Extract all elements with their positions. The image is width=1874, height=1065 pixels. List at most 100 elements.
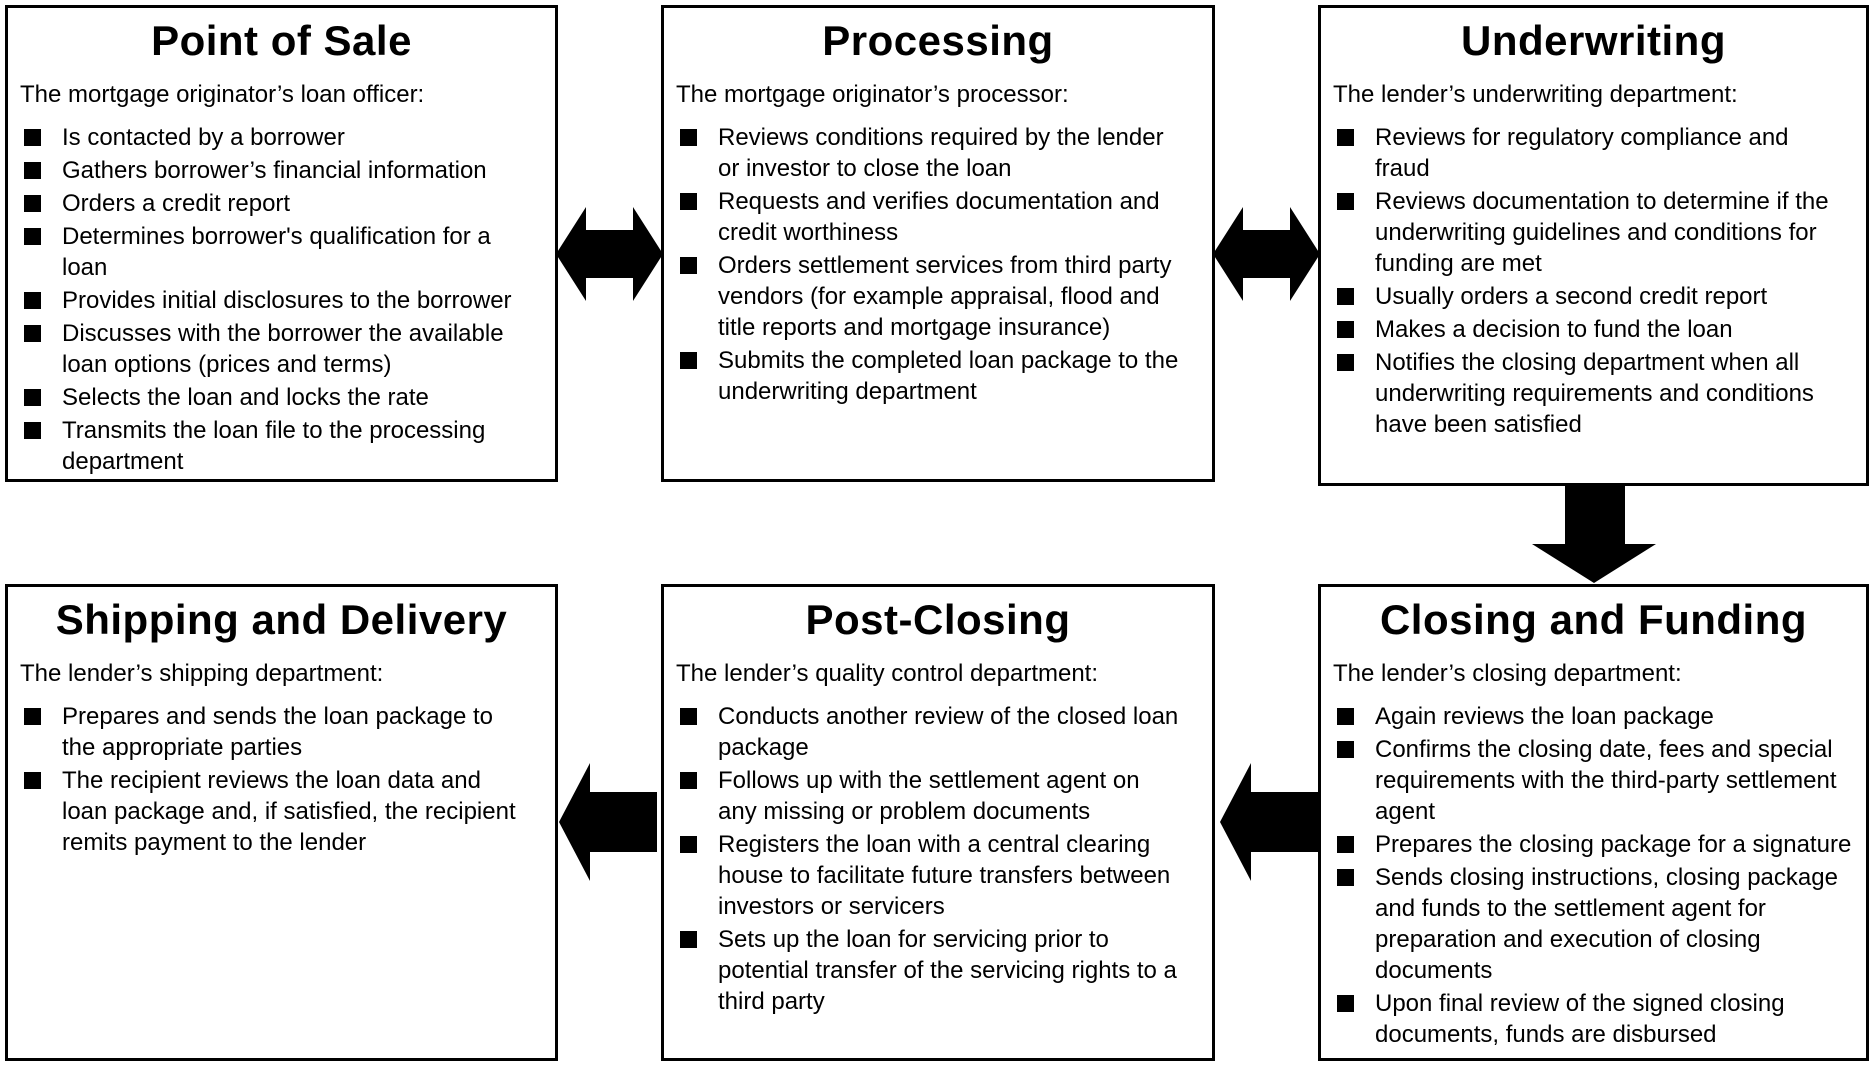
bullet-square-icon — [680, 836, 697, 854]
bullet-square-icon — [24, 292, 41, 310]
list-item: Sets up the loan for servicing prior to … — [678, 924, 1204, 1017]
list-item-text: Discusses with the borrower the availabl… — [62, 320, 504, 379]
bullet-square-icon — [680, 772, 697, 790]
pos-processing-double-arrow-icon — [556, 204, 663, 304]
list-item-text: The recipient reviews the loan data and … — [62, 767, 516, 857]
list-item-text: Gathers borrower’s financial information — [62, 157, 487, 185]
bullet-square-icon — [1337, 995, 1354, 1013]
bullet-square-icon — [680, 352, 697, 370]
bullet-square-icon — [680, 257, 697, 275]
box-title: Closing and Funding — [1379, 596, 1808, 643]
double-arrow-icon — [556, 207, 663, 301]
list-item: The recipient reviews the loan data and … — [22, 765, 547, 858]
bullet-square-icon — [1337, 193, 1354, 211]
list-item: Reviews for regulatory compliance and fr… — [1335, 122, 1858, 184]
box-intro: The lender’s underwriting department: — [1333, 81, 1738, 109]
list-item-text: Notifies the closing department when all… — [1375, 349, 1814, 439]
list-item: Requests and verifies documentation and … — [678, 186, 1204, 248]
closing-postclosing-left-arrow-icon — [1220, 763, 1318, 881]
list-item-text: Reviews conditions required by the lende… — [718, 124, 1164, 183]
list-item-text: Transmits the loan file to the processin… — [62, 417, 486, 476]
list-item: Submits the completed loan package to th… — [678, 345, 1204, 407]
list-item-text: Prepares and sends the loan package to t… — [62, 703, 493, 762]
box-title: Processing — [822, 17, 1054, 64]
box-intro: The lender’s closing department: — [1333, 660, 1682, 688]
list-item-text: Sends closing instructions, closing pack… — [1375, 864, 1838, 985]
list-item: Selects the loan and locks the rate — [22, 382, 547, 413]
bullet-square-icon — [1337, 869, 1354, 887]
bullet-square-icon — [24, 195, 41, 213]
bullet-list: Again reviews the loan package Confirms … — [1335, 701, 1858, 1050]
list-item: Upon final review of the signed closing … — [1335, 988, 1858, 1050]
box-intro: The mortgage originator’s loan officer: — [20, 81, 425, 109]
list-item: Orders settlement services from third pa… — [678, 250, 1204, 343]
box-shipping-and-delivery: Shipping and Delivery The lender’s shipp… — [5, 584, 558, 1061]
box-closing-and-funding: Closing and Funding The lender’s closing… — [1318, 584, 1869, 1061]
list-item-text: Reviews for regulatory compliance and fr… — [1375, 124, 1789, 183]
list-item-text: Registers the loan with a central cleari… — [718, 831, 1171, 921]
box-underwriting: Underwriting The lender’s underwriting d… — [1318, 5, 1869, 486]
list-item: Determines borrower's qualification for … — [22, 221, 547, 283]
list-item: Gathers borrower’s financial information — [22, 155, 547, 186]
bullet-square-icon — [680, 931, 697, 949]
box-intro: The mortgage originator’s processor: — [676, 81, 1069, 109]
postclosing-shipping-left-arrow-icon — [559, 763, 657, 881]
box-title: Shipping and Delivery — [55, 596, 508, 643]
box-title: Underwriting — [1461, 17, 1726, 64]
list-item: Reviews documentation to determine if th… — [1335, 186, 1858, 279]
list-item-text: Submits the completed loan package to th… — [718, 347, 1179, 406]
list-item: Orders a credit report — [22, 188, 547, 219]
bullet-square-icon — [1337, 741, 1354, 759]
list-item-text: Provides initial disclosures to the borr… — [62, 287, 512, 315]
left-arrow-icon — [1220, 763, 1318, 881]
box-intro: The lender’s quality control department: — [676, 660, 1099, 688]
list-item-text: Is contacted by a borrower — [62, 124, 345, 152]
bullet-list: Reviews for regulatory compliance and fr… — [1335, 122, 1858, 440]
list-item-text: Follows up with the settlement agent on … — [718, 767, 1140, 826]
list-item: Conducts another review of the closed lo… — [678, 701, 1204, 763]
bullet-list: Is contacted by a borrower Gathers borro… — [22, 122, 547, 477]
down-arrow-icon — [1532, 484, 1656, 583]
bullet-square-icon — [1337, 129, 1354, 147]
bullet-square-icon — [680, 193, 697, 211]
list-item: Prepares the closing package for a signa… — [1335, 829, 1858, 860]
list-item: Registers the loan with a central cleari… — [678, 829, 1204, 922]
list-item: Sends closing instructions, closing pack… — [1335, 862, 1858, 986]
list-item-text: Prepares the closing package for a signa… — [1375, 831, 1852, 859]
box-intro: The lender’s shipping department: — [20, 660, 384, 688]
list-item: Again reviews the loan package — [1335, 701, 1858, 732]
box-title: Post-Closing — [805, 596, 1071, 643]
list-item-text: Orders settlement services from third pa… — [718, 252, 1172, 342]
list-item: Follows up with the settlement agent on … — [678, 765, 1204, 827]
list-item: Prepares and sends the loan package to t… — [22, 701, 547, 763]
bullet-list: Conducts another review of the closed lo… — [678, 701, 1204, 1017]
bullet-square-icon — [24, 422, 41, 440]
bullet-square-icon — [1337, 288, 1354, 306]
list-item-text: Reviews documentation to determine if th… — [1375, 188, 1829, 278]
underwriting-closing-down-arrow-icon — [1532, 484, 1656, 583]
list-item-text: Again reviews the loan package — [1375, 703, 1714, 731]
bullet-square-icon — [24, 129, 41, 147]
list-item-text: Usually orders a second credit report — [1375, 283, 1768, 311]
list-item-text: Requests and verifies documentation and … — [718, 188, 1160, 247]
list-item-text: Sets up the loan for servicing prior to … — [718, 926, 1177, 1016]
bullet-square-icon — [680, 129, 697, 147]
bullet-list: Reviews conditions required by the lende… — [678, 122, 1204, 407]
list-item: Is contacted by a borrower — [22, 122, 547, 153]
bullet-square-icon — [24, 389, 41, 407]
list-item-text: Selects the loan and locks the rate — [62, 384, 429, 412]
list-item-text: Orders a credit report — [62, 190, 291, 218]
bullet-square-icon — [24, 325, 41, 343]
bullet-square-icon — [1337, 836, 1354, 854]
bullet-square-icon — [1337, 321, 1354, 339]
list-item: Notifies the closing department when all… — [1335, 347, 1858, 440]
bullet-square-icon — [1337, 708, 1354, 726]
bullet-square-icon — [1337, 354, 1354, 372]
left-arrow-icon — [559, 763, 657, 881]
box-post-closing: Post-Closing The lender’s quality contro… — [661, 584, 1215, 1061]
list-item: Confirms the closing date, fees and spec… — [1335, 734, 1858, 827]
list-item-text: Makes a decision to fund the loan — [1375, 316, 1733, 344]
list-item: Provides initial disclosures to the borr… — [22, 285, 547, 316]
list-item: Usually orders a second credit report — [1335, 281, 1858, 312]
